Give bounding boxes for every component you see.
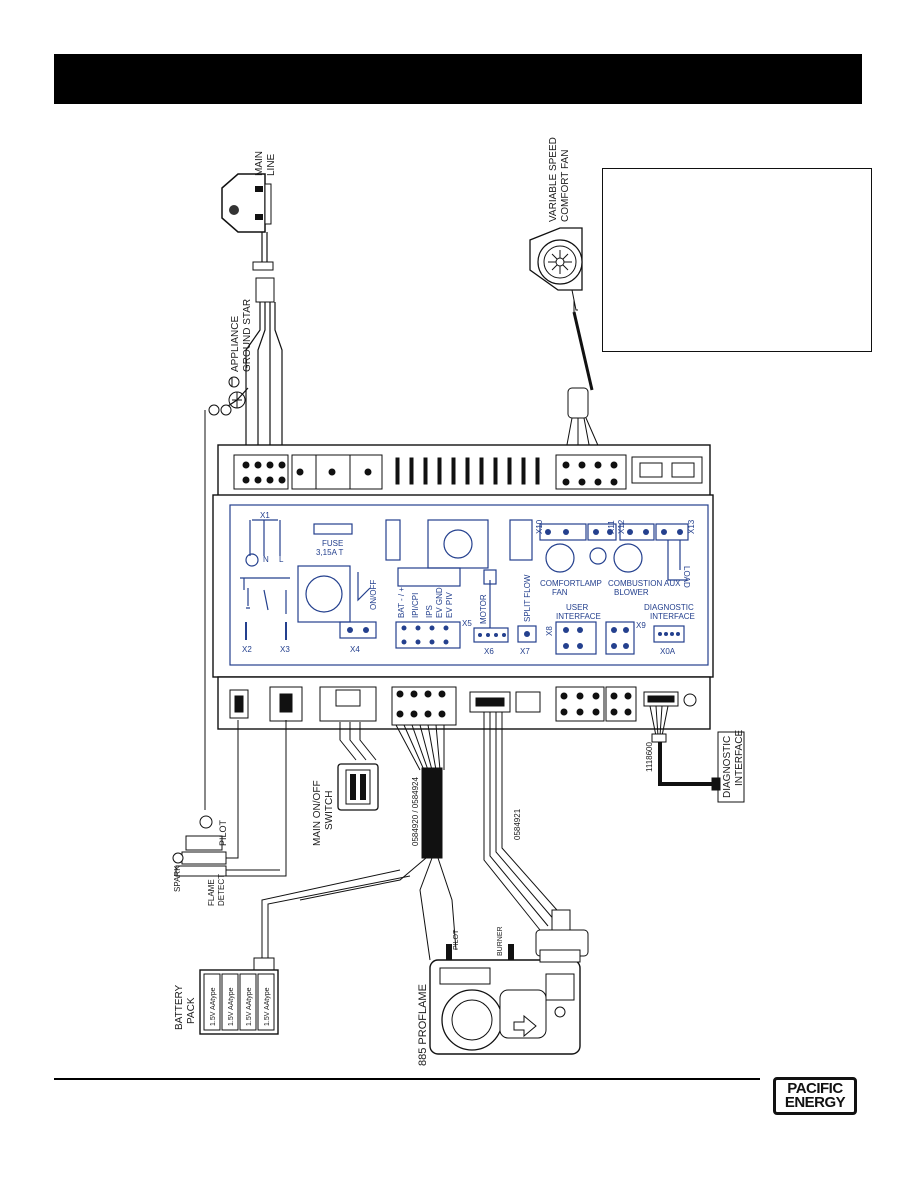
battery-cell-2: 1.5V AAtype: [228, 987, 235, 1026]
onoff-label: ON/OFF: [369, 580, 378, 610]
header-bar: [54, 54, 862, 104]
fuse-label: FUSE: [322, 539, 343, 548]
fan-label-2: COMFORT FAN: [560, 150, 571, 222]
user-interface-label-2: INTERFACE: [556, 612, 601, 621]
diag-interface-label: DIAGNOSTIC: [722, 736, 733, 798]
user-interface-label: USER: [566, 603, 588, 612]
flame-detect-label: FLAME: [207, 879, 216, 906]
fan-cable: [565, 300, 601, 451]
battery-pack-label: BATTERY: [174, 984, 185, 1030]
note-box: [602, 168, 872, 352]
mains-cable: [245, 302, 283, 450]
x7-label: X7: [520, 647, 530, 656]
flame-detect-label-2: DETECT: [217, 874, 226, 906]
logo-line-1: PACIFIC: [787, 1080, 843, 1097]
x12-label: X12: [617, 519, 626, 534]
battery-pack: [199, 869, 411, 1035]
x0a-label: X0A: [660, 647, 676, 656]
pilot-label: PILOT: [218, 819, 228, 846]
x9-label: X9: [636, 621, 646, 630]
x1-label: X1: [260, 511, 270, 520]
diag-cable-label: 1118600: [645, 741, 654, 772]
battery-cell-4: 1.5V AAtype: [264, 987, 271, 1026]
main-line-label: MAIN: [254, 151, 265, 176]
pilot-assembly: [172, 720, 287, 877]
top-connectors: [233, 454, 703, 490]
combustion-blower-label: COMBUSTION: [608, 579, 662, 588]
diagnostic-interface-board-label: DIAGNOSTIC: [644, 603, 694, 612]
x13-label: X13: [687, 519, 696, 534]
comfort-fan-board-label: COMFORT: [540, 579, 580, 588]
diag-interface-label-2: INTERFACE: [734, 730, 745, 786]
lamp-label: LAMP: [580, 579, 602, 588]
x3-label: X3: [280, 645, 290, 654]
combustion-blower-label-2: BLOWER: [614, 588, 649, 597]
ground-star: [204, 387, 249, 810]
main-line-plug: [221, 173, 275, 303]
main-switch-label-2: SWITCH: [324, 791, 335, 830]
main-switch: [337, 722, 379, 811]
l-label: L: [279, 555, 284, 564]
comfort-fan: [529, 227, 583, 311]
x4-label: X4: [350, 645, 360, 654]
load-label: LOAD: [682, 566, 691, 588]
gas-valve: [429, 909, 589, 1055]
ev-piv-label: EV PIV: [445, 592, 454, 618]
harness-cables: [299, 712, 565, 961]
fan-label: VARIABLE SPEED: [548, 137, 559, 222]
motor-label: MOTOR: [479, 594, 488, 624]
comfort-fan-board-label-2: FAN: [552, 588, 568, 597]
footer-rule: [54, 1078, 760, 1080]
harness-label-2: 0584921: [513, 808, 522, 840]
split-flow-label: SPLIT FLOW: [523, 574, 532, 622]
valve-label: 885 PROFLAME: [417, 984, 429, 1066]
x10-label: X10: [535, 519, 544, 534]
aux-label: AUX: [664, 579, 681, 588]
spark-label: SPARK: [173, 865, 182, 892]
valve-pilot-label: PILOT: [453, 929, 460, 950]
x11-label: X11: [607, 520, 616, 534]
x6-label: X6: [484, 647, 494, 656]
diagnostic-interface-board-label-2: INTERFACE: [650, 612, 695, 621]
n-label: N: [263, 555, 269, 564]
board-internals: [240, 519, 689, 655]
ipi-cpi-label: IPI/CPI: [411, 593, 420, 618]
harness-label-1: 0584920 / 0584924: [411, 776, 420, 846]
board-pins: [347, 529, 683, 649]
valve-burner-label: BURNER: [497, 926, 504, 956]
battery-cell-3: 1.5V AAtype: [246, 987, 253, 1026]
main-switch-label: MAIN ON/OFF: [312, 780, 323, 846]
diagnostic-cable: [649, 705, 721, 791]
x2-label: X2: [242, 645, 252, 654]
bat-label: BAT - / +: [397, 587, 406, 618]
main-line-label-2: LINE: [266, 153, 277, 176]
pacific-energy-logo: PACIFIC ENERGY: [773, 1077, 857, 1115]
x8-label: X8: [545, 626, 554, 636]
x5-label: X5: [462, 619, 472, 628]
logo-line-2: ENERGY: [784, 1094, 846, 1111]
appliance-ground-label-2: GROUND STAR: [242, 299, 253, 372]
battery-pack-label-2: PACK: [186, 997, 197, 1024]
fuse-rating-label: 3,15A T: [316, 548, 344, 557]
diag-interface-box: [717, 731, 745, 803]
ground-symbol-icon: [228, 376, 240, 388]
ev-gnd-label: EV GND: [435, 587, 444, 618]
battery-cell-1: 1.5V AAtype: [210, 987, 217, 1026]
ips-label: IPS: [425, 605, 434, 618]
appliance-ground-label: APPLIANCE: [230, 316, 241, 372]
